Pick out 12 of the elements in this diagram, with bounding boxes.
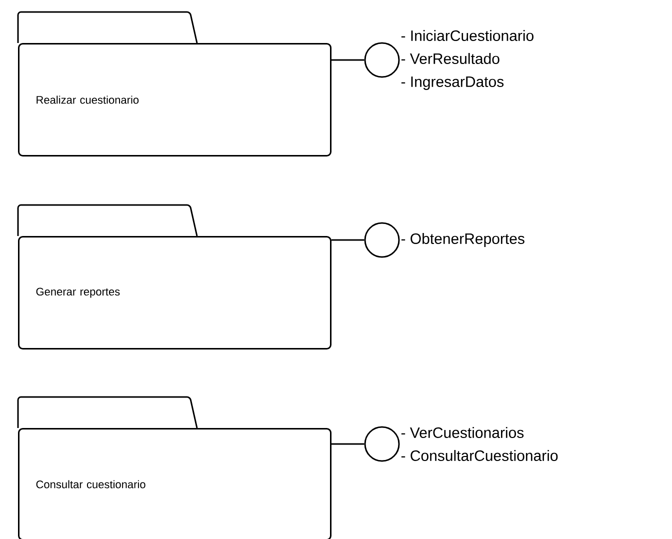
connector-line [332, 443, 364, 445]
operation-list: - VerCuestionarios - ConsultarCuestionario [401, 427, 558, 461]
package-box: Realizar cuestionario [17, 11, 332, 156]
operation-list: - ObtenerReportes [401, 233, 524, 247]
interface-circle [364, 426, 400, 462]
package-box: Generar reportes [17, 204, 332, 350]
interface-circle [364, 42, 400, 78]
connector-line [332, 239, 364, 241]
interface-circle [364, 222, 400, 258]
operation-list: - IniciarCuestionario - VerResultado - IngresarDatos [401, 30, 534, 90]
package-box: Consultar cuestionario [17, 396, 332, 539]
connector-line [332, 59, 364, 61]
